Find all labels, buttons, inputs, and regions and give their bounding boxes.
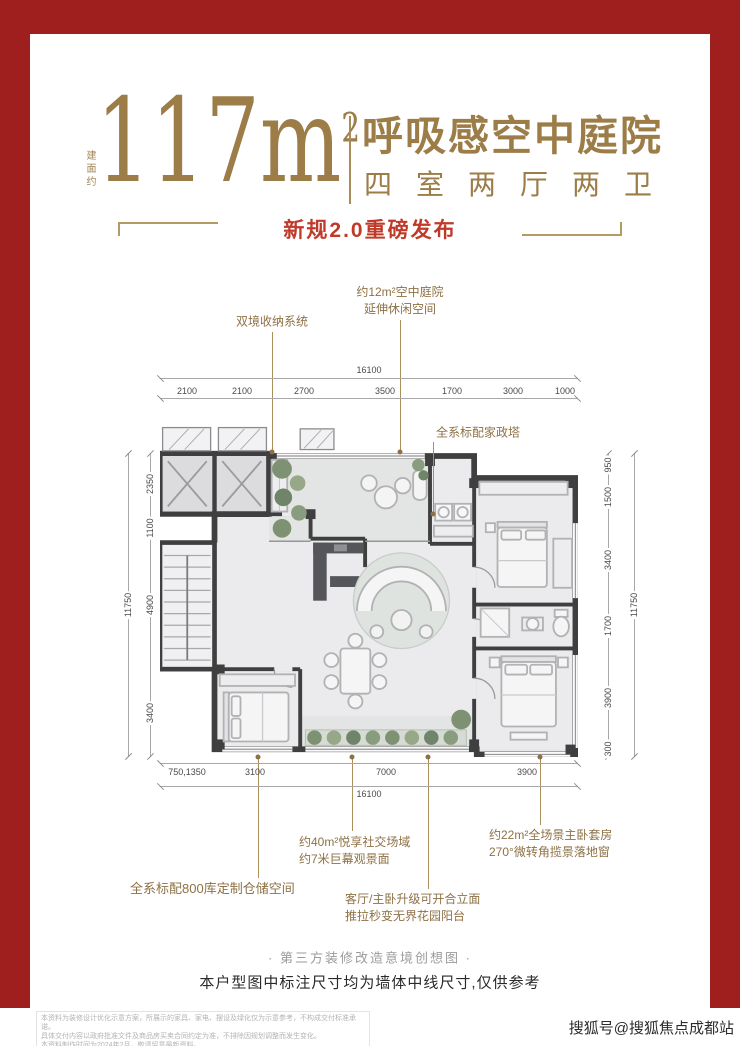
dim-left-total: 11750 (122, 590, 134, 620)
kitchen-counters (313, 542, 364, 601)
annotation-facade-line1: 客厅/主卧升级可开合立面 (345, 892, 481, 906)
dim-top-6: 3000 (502, 386, 524, 396)
dim-top-2: 2100 (231, 386, 253, 396)
annotation-master-line1: 约22m²全场景主卧套房 (489, 828, 613, 842)
area-number: 117m (96, 74, 342, 209)
dim-right-4: 1700 (602, 613, 614, 639)
legal-disclaimer: 本资料为装修设计优化示意方案，所展示的家具、家电、摆设及绿化仅为示意参考，不构成… (36, 1011, 370, 1046)
annotation-facade-line2: 推拉秒变无界花园阳台 (345, 909, 466, 923)
dim-left-4: 3400 (144, 700, 156, 726)
concept-note: · 第三方装修改造意境创想图 · (268, 950, 472, 966)
area-prefix-label: 建面约 (84, 150, 95, 189)
annotation-storage: 双境收纳系统 (235, 314, 309, 329)
leader-dot (349, 754, 355, 760)
dim-bottom-total: 16100 (356, 789, 382, 799)
header-divider (349, 116, 351, 204)
page-title: 呼吸感空中庭院 (362, 112, 663, 160)
leader-dot (430, 511, 436, 517)
annotation-facade: 客厅/主卧升级可开合立面 推拉秒变无界花园阳台 (345, 891, 480, 925)
annotation-housekeeping: 全系标配家政塔 (435, 425, 521, 440)
dim-line-bottom-total (160, 786, 578, 787)
legal-line2: 具体交付内容以政府批准文件及商品房买卖合同约定为准，不排除因规划调整而发生变化。 (41, 1033, 321, 1040)
dim-left-3: 4900 (144, 592, 156, 618)
annotation-living-line1: 约40m²悦享社交场域 (299, 835, 411, 849)
leader-dot (269, 449, 275, 455)
leader-dot (255, 754, 261, 760)
dim-top-3: 2700 (293, 386, 315, 396)
dim-line-right-segments (608, 453, 609, 757)
windows (222, 453, 578, 757)
leader-line (428, 757, 429, 889)
watermark: 搜狐号@搜狐焦点成都站 (568, 1020, 734, 1037)
area-value: 117m2 (96, 84, 360, 200)
annotation-living: 约40m²悦享社交场域 约7米巨幕观景面 (299, 834, 410, 868)
courtyard-plants (272, 458, 429, 538)
roof-hatch (161, 426, 335, 452)
dim-left-1: 2350 (144, 471, 156, 497)
legal-line1: 本资料为装修设计优化示意方案，所展示的家具、家电、摆设及绿化仅为示意参考，不构成… (41, 1015, 356, 1031)
floor-plan-svg (160, 426, 578, 757)
dimension-note: 本户型图中标注尺寸均为墙体中线尺寸,仅供参考 (199, 974, 541, 992)
dim-top-4: 3500 (374, 386, 396, 396)
bracket-ornament-right (522, 222, 622, 236)
dim-top-5: 1700 (441, 386, 463, 396)
dim-line-bottom-segments (160, 763, 578, 764)
annotation-courtyard: 约12m²空中庭院 延伸休闲空间 (356, 284, 443, 318)
dim-line-top-segments (160, 398, 578, 399)
leader-dot (425, 754, 431, 760)
dim-line-top-total (160, 378, 578, 379)
dim-bottom-1: 750,1350 (168, 767, 206, 777)
annotation-courtyard-line2: 延伸休闲空间 (363, 302, 436, 316)
living-room-sofa (352, 552, 451, 650)
dim-bottom-2: 3100 (244, 767, 266, 777)
columns (214, 456, 576, 755)
leader-line (352, 757, 353, 831)
dim-top-7: 1000 (554, 386, 576, 396)
annotation-living-line2: 约7米巨幕观景面 (299, 852, 390, 866)
dim-right-3: 3400 (602, 547, 614, 573)
annotation-courtyard-line1: 约12m²空中庭院 (356, 285, 444, 299)
annotation-master: 约22m²全场景主卧套房 270°微转角揽景落地窗 (489, 827, 612, 861)
utility-room (432, 502, 474, 538)
legal-line3: 本资料制作时间为2024年2月，敬请留意最新资料。 (41, 1042, 201, 1046)
dim-left-2: 1100 (144, 516, 156, 540)
stairwell (160, 540, 217, 672)
dim-right-total: 11750 (628, 590, 640, 620)
leader-line (272, 332, 273, 450)
footer-strip (0, 1008, 740, 1046)
leader-line (540, 757, 541, 825)
dim-right-2: 1500 (602, 484, 614, 510)
dim-bottom-3: 7000 (375, 767, 397, 777)
annotation-cabinet: 全系标配800库定制仓储空间 (130, 881, 295, 896)
bedroom-bottom-left (218, 673, 296, 743)
dining-set (323, 632, 388, 710)
dim-top-total: 16100 (356, 365, 382, 375)
bedroom-top-right (478, 480, 573, 589)
leader-line (400, 320, 401, 452)
release-banner: 新规2.0重磅发布 (283, 219, 457, 242)
door-gaps (274, 511, 477, 699)
page-subtitle: 四室两厅两卫 (364, 168, 677, 201)
leader-dot (537, 754, 543, 760)
dim-right-5: 3900 (602, 685, 614, 711)
elevator-shafts (160, 450, 272, 517)
bracket-ornament-left (118, 222, 218, 236)
leader-dot (397, 449, 403, 455)
leader-line (258, 757, 259, 878)
dim-top-1: 2100 (176, 386, 198, 396)
dim-bottom-4: 3900 (516, 767, 538, 777)
leader-line (433, 442, 434, 514)
dim-right-1: 950 (602, 455, 614, 475)
dim-right-6: 300 (602, 739, 614, 759)
balcony-plants (304, 709, 472, 746)
annotation-master-line2: 270°微转角揽景落地窗 (489, 845, 610, 859)
master-bedroom (488, 655, 569, 741)
bathroom-fixtures (479, 607, 570, 638)
